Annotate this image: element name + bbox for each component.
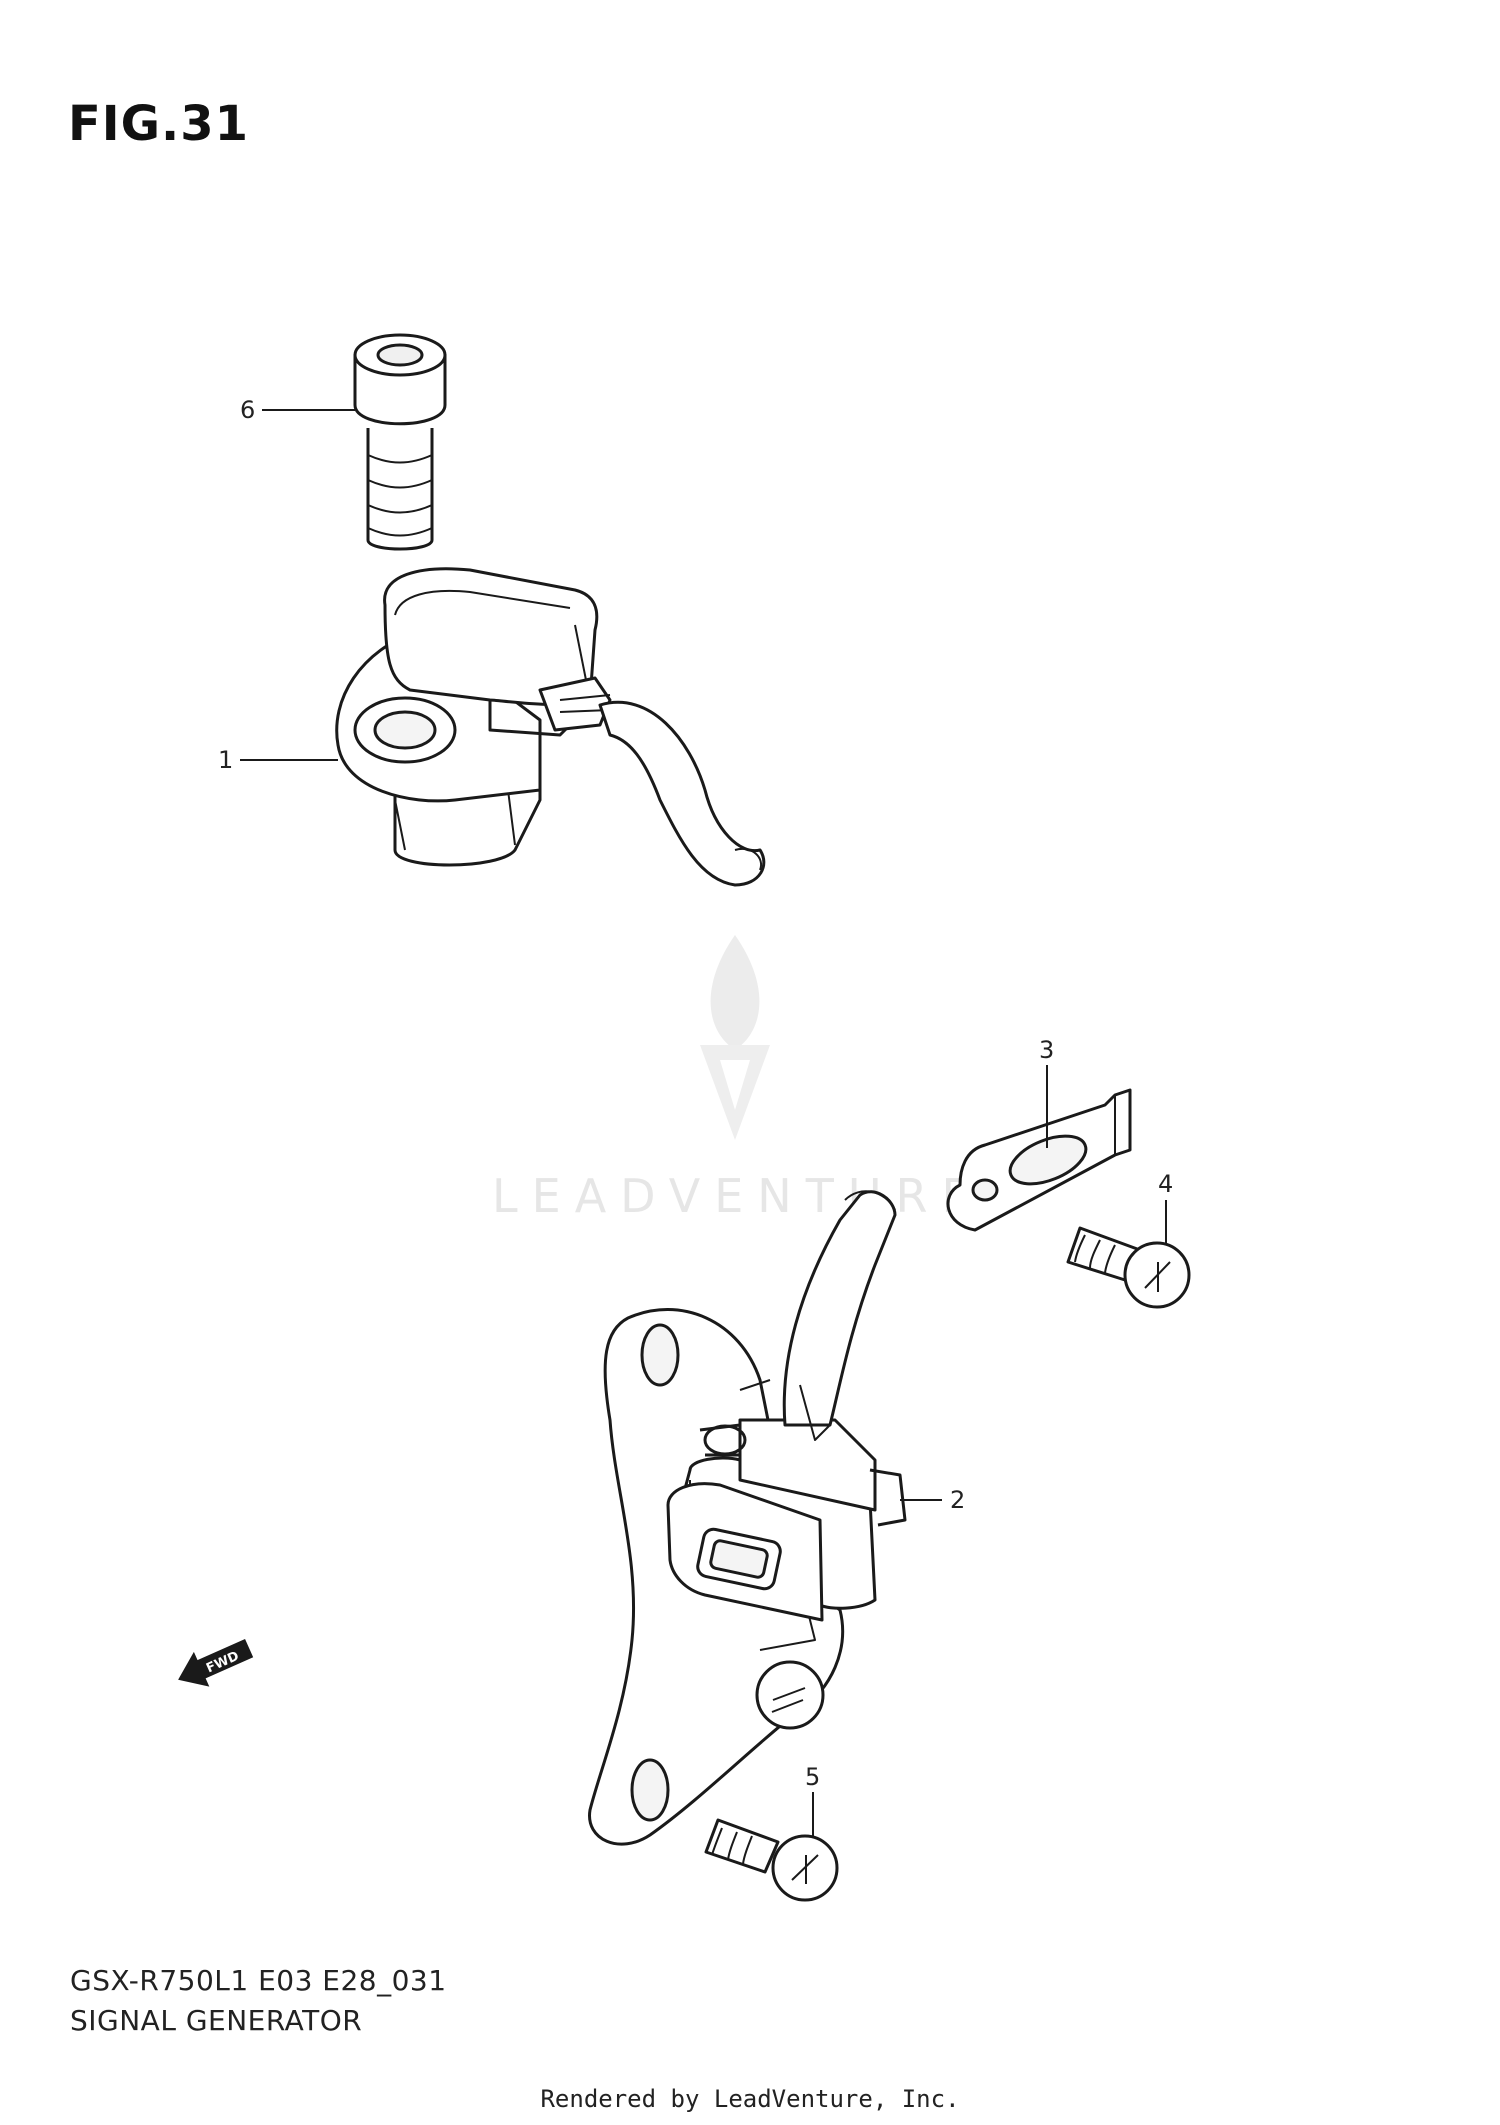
callout-5: 5 <box>805 1763 820 1836</box>
callout-2: 2 <box>900 1486 965 1514</box>
callout-number: 3 <box>1039 1036 1054 1064</box>
callout-6: 6 <box>240 396 355 424</box>
leadventure-logo-icon <box>700 935 770 1140</box>
callout-number: 5 <box>805 1763 820 1791</box>
callout-number: 4 <box>1158 1170 1173 1198</box>
fwd-arrow-icon: FWD <box>178 1638 254 1687</box>
callout-number: 1 <box>218 746 233 774</box>
watermark: LEADVENTURE <box>492 935 985 1223</box>
part-1-signal-generator <box>335 567 766 887</box>
callout-3: 3 <box>1039 1036 1054 1148</box>
watermark-text: LEADVENTURE <box>492 1169 985 1223</box>
part-6-bolt <box>353 333 447 551</box>
figure-title: FIG.31 <box>68 96 250 152</box>
callout-number: 6 <box>240 396 255 424</box>
callout-1: 1 <box>218 746 338 774</box>
callout-number: 2 <box>950 1486 965 1514</box>
section-name: SIGNAL GENERATOR <box>70 2004 363 2037</box>
part-5-screw <box>704 1818 839 1902</box>
model-code: GSX-R750L1 E03 E28_031 <box>70 1964 447 1997</box>
part-4-screw <box>1066 1226 1191 1309</box>
callout-4: 4 <box>1158 1170 1173 1245</box>
part-2-signal-generator-assembly <box>588 1190 907 1846</box>
part-3-clamp <box>946 1088 1132 1232</box>
render-credit: Rendered by LeadVenture, Inc. <box>540 2085 960 2113</box>
